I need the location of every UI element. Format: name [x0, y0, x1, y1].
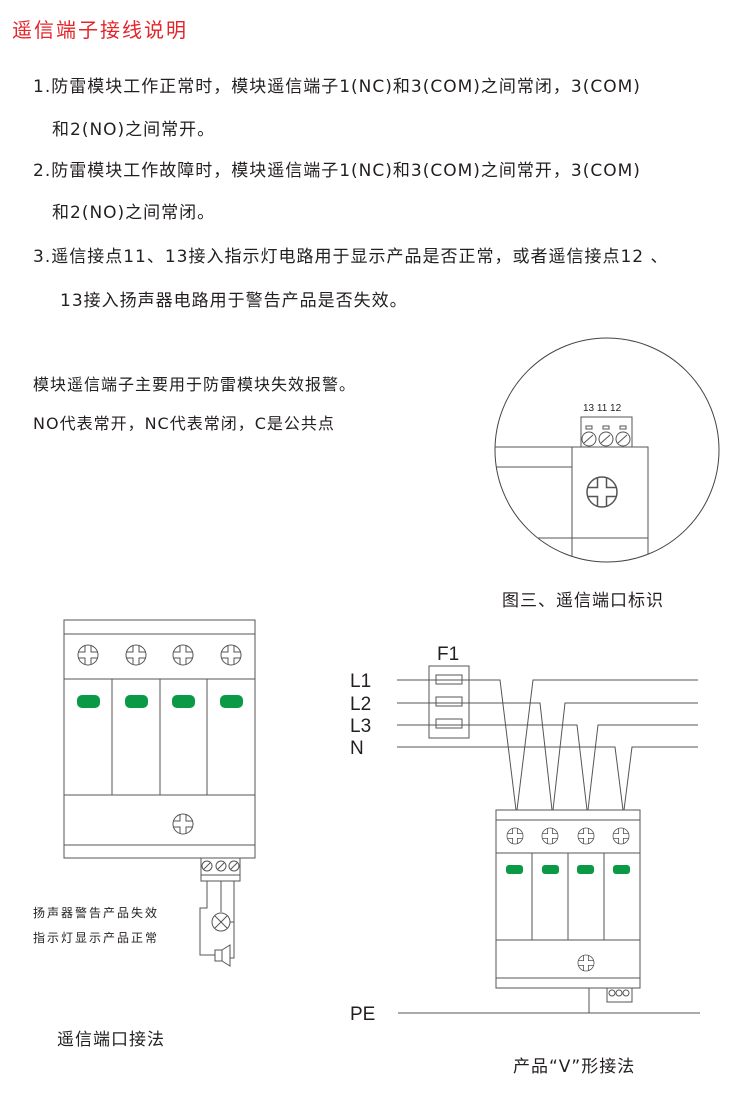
right-wiring: F1 L1 L2 L3 N PE: [350, 644, 700, 1025]
page-title: 遥信端子接线说明: [12, 18, 188, 42]
terminal-screws-icon: [581, 425, 631, 447]
screw-icon: [612, 827, 630, 845]
paragraph-1b: 和2(NO)之间常开。: [52, 120, 216, 140]
screw-icon: [577, 954, 595, 972]
fuse-label: F1: [437, 644, 459, 665]
paragraph-2b: 和2(NO)之间常闭。: [52, 203, 216, 223]
speaker-icon: [214, 922, 235, 967]
line-label-l1: L1: [350, 671, 371, 692]
screw-icon: [172, 813, 194, 835]
figure3-caption: 图三、遥信端口标识: [502, 591, 664, 611]
screw-icon: [506, 827, 524, 845]
status-led: [77, 695, 100, 708]
status-led: [577, 865, 594, 874]
status-led: [172, 695, 195, 708]
lamp-label: 指示灯显示产品正常: [33, 931, 160, 945]
paragraph-1a: 1.防雷模块工作正常时，模块遥信端子1(NC)和3(COM)之间常闭，3(COM…: [33, 77, 641, 97]
screw-icon: [577, 827, 595, 845]
pe-label: PE: [350, 1004, 375, 1025]
screw-icon: [172, 644, 194, 666]
screw-icon: [77, 644, 99, 666]
screw-icon: [220, 644, 242, 666]
speaker-label: 扬声器警告产品失效: [33, 906, 160, 920]
note-1: 模块遥信端子主要用于防雷模块失效报警。: [33, 375, 357, 394]
note-2: NO代表常开，NC代表常闭，C是公共点: [33, 414, 335, 433]
screw-icon: [586, 476, 618, 508]
left-device: [63, 619, 256, 967]
paragraph-3b: 13接入扬声器电路用于警告产品是否失效。: [60, 291, 408, 311]
paragraph-2a: 2.防雷模块工作故障时，模块遥信端子1(NC)和3(COM)之间常开，3(COM…: [33, 161, 641, 181]
status-led: [220, 695, 243, 708]
left-caption: 遥信端口接法: [57, 1030, 165, 1050]
terminal-labels: 13 11 12: [583, 403, 622, 414]
line-label-n: N: [350, 738, 364, 759]
status-led: [613, 865, 630, 874]
screw-icon: [541, 827, 559, 845]
figure3-magnifier: 13 11 12: [494, 337, 720, 563]
status-led: [506, 865, 523, 874]
lamp-icon: [211, 912, 231, 932]
paragraph-3a: 3.遥信接点11、13接入指示灯电路用于显示产品是否正常，或者遥信接点12 、: [33, 247, 669, 267]
status-led: [125, 695, 148, 708]
screw-icon: [125, 644, 147, 666]
line-label-l3: L3: [350, 716, 371, 737]
line-label-l2: L2: [350, 694, 371, 715]
right-caption: 产品“V”形接法: [513, 1057, 636, 1077]
status-led: [542, 865, 559, 874]
